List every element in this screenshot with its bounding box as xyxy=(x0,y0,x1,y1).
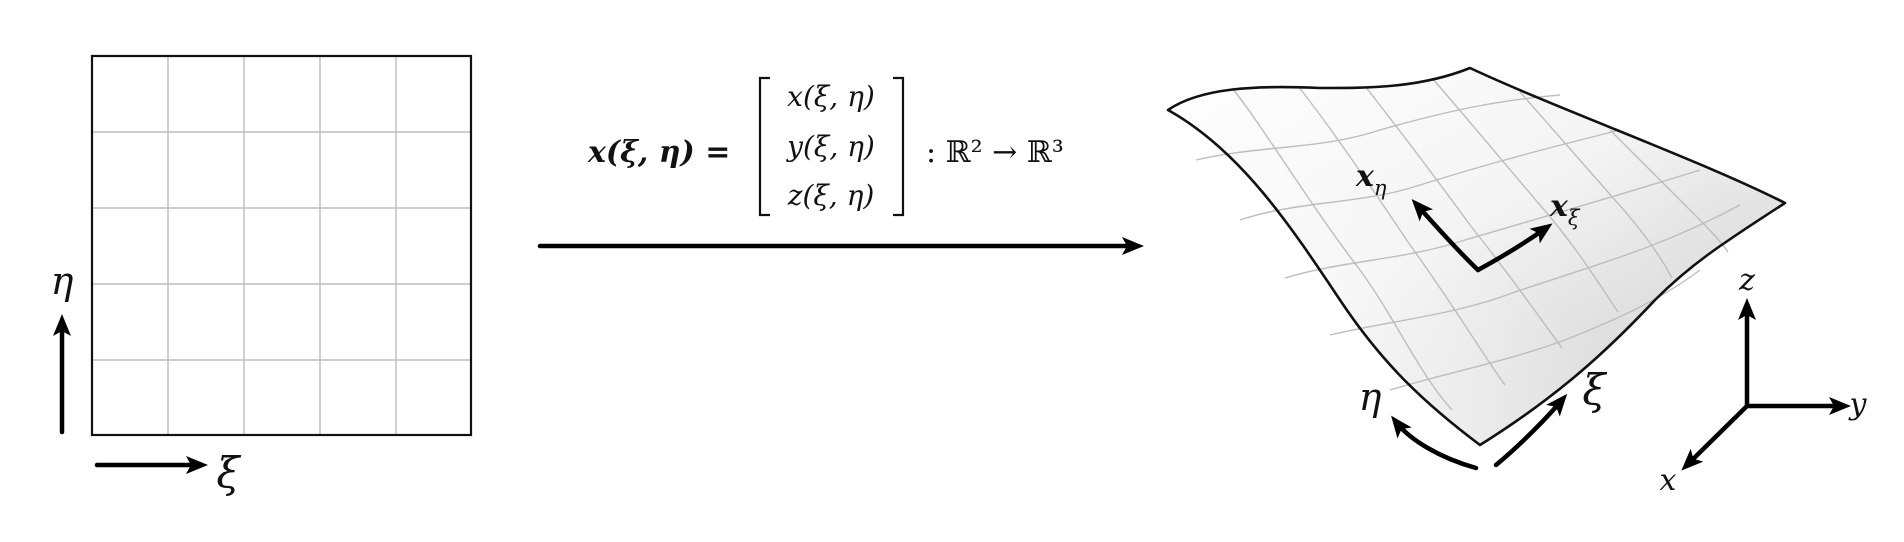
y-axis-label: y xyxy=(1848,387,1868,422)
matrix-row-z: z(ξ, η) xyxy=(787,179,875,212)
surface-highlight xyxy=(1168,68,1785,445)
axes-triad: z y x xyxy=(1660,263,1868,498)
z-axis-label: z xyxy=(1738,263,1755,298)
x-xi-label-main: x xyxy=(1549,189,1569,224)
x-axis-label: x xyxy=(1660,463,1677,498)
xi-axis-label: ξ xyxy=(216,448,241,497)
parameter-grid xyxy=(92,56,471,435)
x-xi-label-sub: ξ xyxy=(1568,206,1581,230)
surface: xη xξ η ξ xyxy=(1166,66,1787,471)
parameter-domain: η ξ xyxy=(51,54,473,497)
matrix-left-bracket xyxy=(758,76,770,217)
x-eta-label-sub: η xyxy=(1374,176,1387,200)
eta-axis-label: η xyxy=(51,259,74,303)
parameter-square xyxy=(90,54,473,437)
mapping-formula: x(ξ, η) = x(ξ, η) y(ξ, η) z(ξ, η) : ℝ² →… xyxy=(587,76,1064,217)
x-axis-arrow xyxy=(1681,403,1750,471)
surface-eta-label: η xyxy=(1359,375,1382,419)
x-xi-label: xξ xyxy=(1549,189,1581,230)
xi-direction-arrow xyxy=(1493,393,1568,468)
x-eta-label-main: x xyxy=(1355,159,1375,194)
matrix-row-x: x(ξ, η) xyxy=(787,80,875,113)
mapping-lhs: x(ξ, η) = xyxy=(587,135,730,170)
x-eta-label: xη xyxy=(1355,159,1387,200)
matrix-right-bracket xyxy=(893,76,905,217)
mapping-lhs-text: x(ξ, η) = xyxy=(587,135,730,170)
surface-xi-label: ξ xyxy=(1582,365,1607,414)
mapping-rhs: : ℝ² → ℝ³ xyxy=(926,135,1064,170)
x-eta-vector xyxy=(1411,199,1481,273)
eta-direction-arrow xyxy=(1391,415,1479,471)
surface-boundary xyxy=(1166,66,1787,447)
x-xi-vector xyxy=(1475,223,1553,273)
matrix-row-y: y(ξ, η) xyxy=(785,130,875,163)
